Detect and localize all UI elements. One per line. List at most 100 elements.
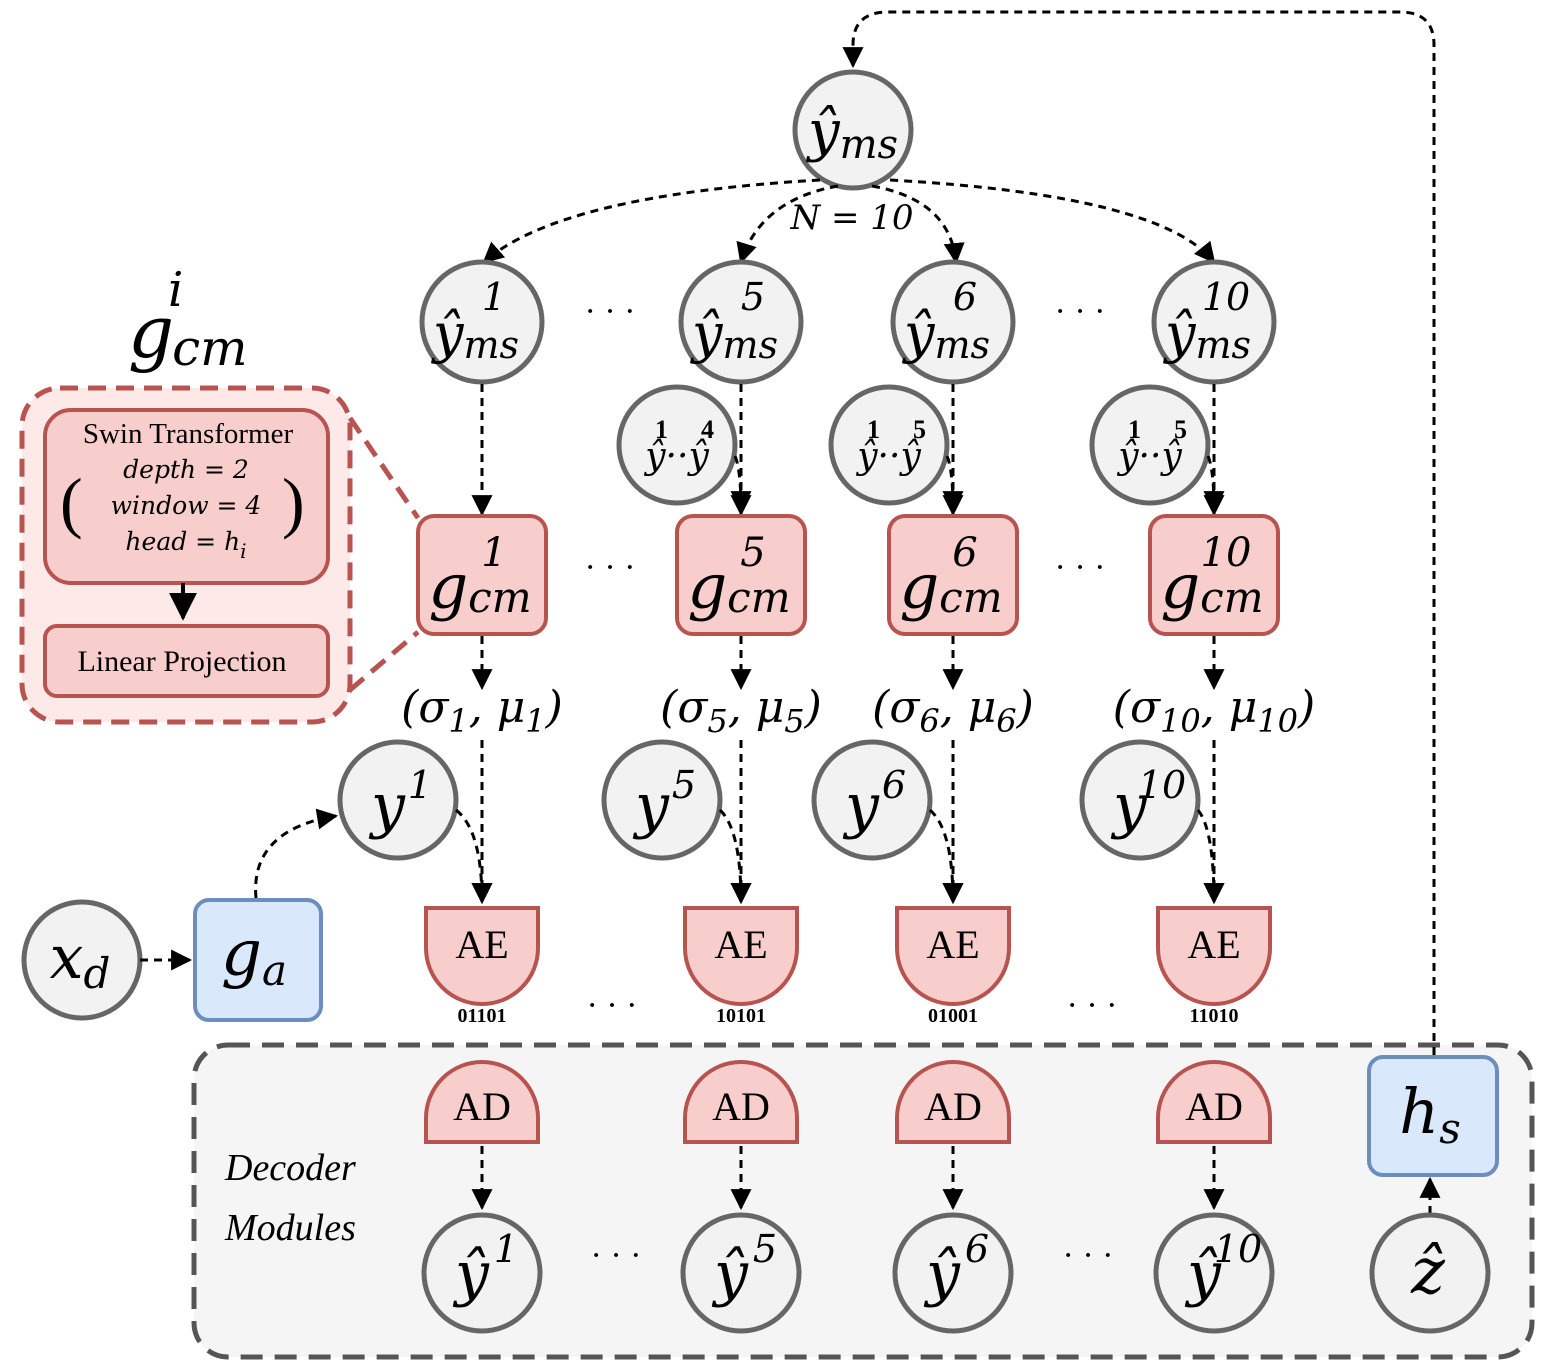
ae-5-label: AE: [714, 922, 767, 967]
y-to-ae-6-arrow: [928, 808, 964, 905]
linear-projection-label: Linear Projection: [77, 645, 286, 678]
y-hat-6-label: ŷ: [923, 1239, 961, 1309]
gcm-10-sup: 10: [1201, 530, 1252, 576]
y-hat-ms-6-node: [890, 259, 1016, 385]
context-6-sup-a: 1: [867, 415, 880, 444]
y-hat-6-sup: 6: [965, 1227, 989, 1271]
y-hat-ms-1-label: ŷms: [431, 302, 519, 367]
ae-1-label: AE: [455, 922, 508, 967]
ad-1-shape: [424, 1060, 540, 1144]
param-head: head = hi: [125, 527, 246, 563]
y-hat-ms-10-node: [1151, 259, 1277, 385]
ad-10-shape: [1156, 1060, 1272, 1144]
ad-5-label: AD: [712, 1084, 770, 1129]
y-hat-ms-node: [792, 69, 914, 191]
fan-arrow-1: [482, 178, 821, 264]
context-10-sup-a: 1: [1128, 415, 1141, 444]
context-6-sup-b: 5: [913, 415, 926, 444]
swin-transformer-title: Swin Transformer: [83, 418, 294, 450]
ellipsis-7: · · ·: [591, 1237, 642, 1274]
y-hat-ms-10-label: ŷms: [1163, 302, 1251, 367]
params-6-label: (σ6, μ6): [872, 682, 1034, 740]
decoder-modules-region: [191, 1042, 1535, 1360]
context-10-label: ŷ··ŷ: [1116, 436, 1182, 477]
y-hat-ms-5-label: ŷms: [690, 302, 778, 367]
gcm-6-sup: 6: [952, 530, 977, 576]
x-d-label: xd: [50, 923, 111, 998]
ellipsis-5: · · ·: [587, 987, 638, 1024]
ellipsis-3: · · ·: [585, 549, 636, 586]
gcm-1-sup: 1: [481, 530, 506, 576]
ga-box: [193, 898, 323, 1022]
ellipsis-4: · · ·: [1055, 549, 1106, 586]
y-to-ae-10-arrow: [1196, 809, 1225, 905]
context-5-label: ŷ··ŷ: [643, 436, 709, 477]
hyper-feedback-arrow: [842, 10, 1436, 1055]
ellipsis-6: · · ·: [1067, 987, 1118, 1024]
y-hat-ms-label: ŷms: [805, 99, 898, 168]
fan-arrow-5: [736, 184, 839, 265]
y-to-ae-5-arrow: [718, 808, 752, 905]
bits-10-label: 11010: [1190, 1005, 1239, 1027]
decoder-label-line1: Decoder: [224, 1147, 356, 1189]
context-5-sup-b: 4: [701, 415, 714, 444]
ellipsis-2: · · ·: [1055, 293, 1106, 330]
z-hat-label: ẑ: [1410, 1235, 1446, 1309]
context-5-sup-a: 1: [655, 415, 668, 444]
params-1-label: (σ1, μ1): [401, 682, 563, 740]
n-label: N = 10: [789, 198, 913, 238]
ellipsis-8: · · ·: [1063, 1237, 1114, 1274]
context-10-arrow: [1203, 455, 1225, 513]
ellipsis-1: · · ·: [585, 293, 636, 330]
gcm-5-sup: 5: [740, 530, 765, 576]
ad-6-label: AD: [924, 1084, 982, 1129]
y-hat-10-sup: 10: [1214, 1227, 1262, 1271]
y-10-sup: 10: [1138, 763, 1186, 807]
gcm-6-label: gcm: [899, 550, 1002, 623]
ae-10-shape: [1156, 906, 1272, 1006]
context-5-node: [616, 384, 738, 506]
params-5-label: (σ5, μ5): [660, 682, 822, 740]
swin-transformer-box: [43, 408, 330, 585]
hs-box: [1367, 1055, 1499, 1177]
zoom-line-top: [347, 416, 421, 520]
ad-5-shape: [683, 1060, 799, 1144]
ellipsis-group: · · · · · · · · · · · · · · · · · · · · · · · ·: [585, 293, 1118, 1274]
fan-arrow-6: [871, 184, 965, 265]
y-1-label: y: [368, 771, 406, 841]
gcm-5-label: gcm: [687, 550, 790, 623]
y-5-node: [601, 739, 723, 861]
context-6-arrow: [942, 455, 964, 513]
y-hat-ms-5-sup: 5: [741, 275, 765, 319]
y-hat-10-node: [1153, 1212, 1275, 1334]
y-10-node: [1079, 739, 1201, 861]
ae-6-shape: [895, 906, 1011, 1006]
y-hat-1-sup: 1: [494, 1227, 518, 1271]
paren-right: ): [282, 464, 305, 540]
gcm-6-box: [887, 514, 1019, 636]
y-hat-ms-10-sup: 10: [1202, 275, 1250, 319]
bits-6-label: 01001: [928, 1005, 978, 1027]
y-hat-5-sup: 5: [753, 1227, 777, 1271]
context-6-label: ŷ··ŷ: [855, 436, 921, 477]
gcm-generic-superscript: i: [168, 262, 183, 318]
y-5-sup: 5: [672, 763, 696, 807]
y-hat-ms-5-node: [678, 259, 804, 385]
ae-5-shape: [683, 906, 799, 1006]
gcm-1-label: gcm: [428, 550, 531, 623]
linear-projection-box: [43, 624, 330, 698]
gcm-10-label: gcm: [1160, 550, 1263, 623]
bits-1-label: 01101: [458, 1005, 507, 1027]
y-6-sup: 6: [882, 763, 906, 807]
gcm-1-box: [416, 514, 548, 636]
z-hat-node: [1369, 1212, 1491, 1334]
y-5-label: y: [632, 771, 670, 841]
param-depth: depth = 2: [123, 455, 249, 484]
ad-1-label: AD: [453, 1084, 511, 1129]
ae-10-label: AE: [1187, 922, 1240, 967]
hs-label: hs: [1399, 1075, 1461, 1153]
y-hat-6-node: [892, 1212, 1014, 1334]
context-10-node: [1089, 384, 1211, 506]
y-1-node: [337, 739, 459, 861]
